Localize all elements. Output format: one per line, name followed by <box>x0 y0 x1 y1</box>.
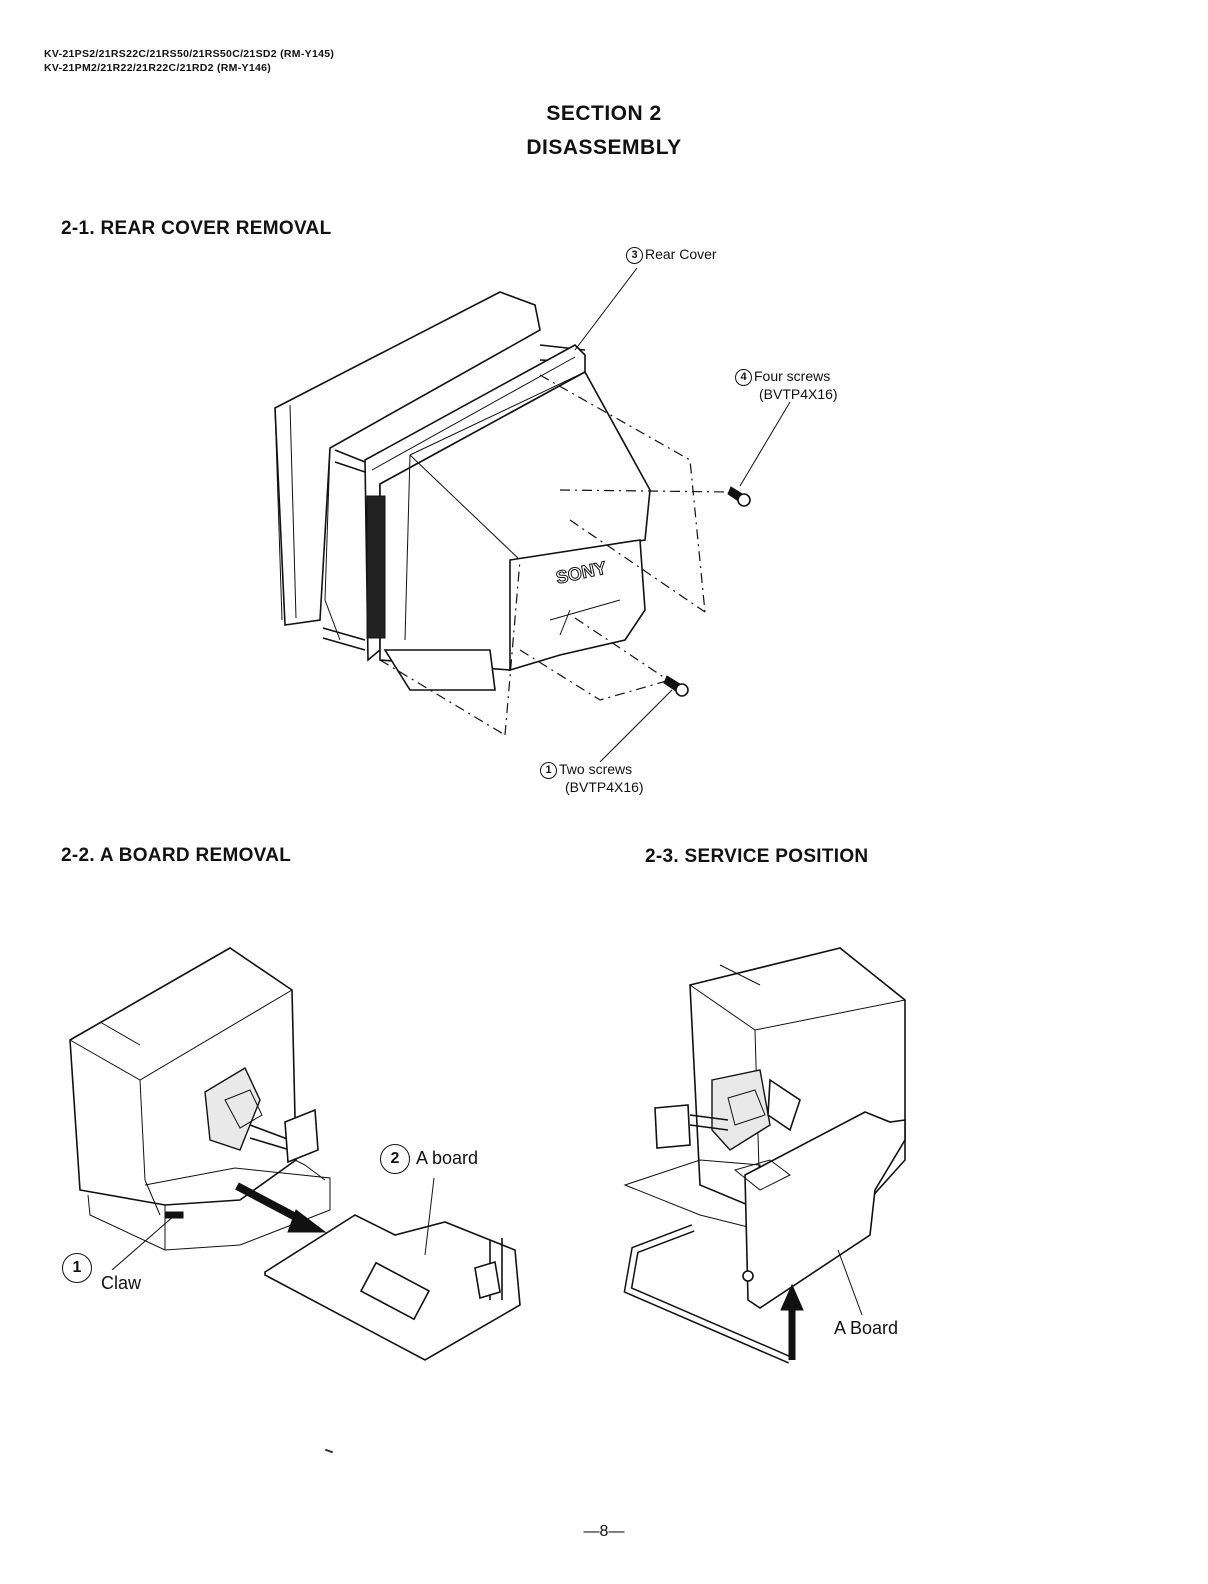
two-screws-icon <box>664 676 688 696</box>
page-number: —8— <box>0 1523 1208 1541</box>
label-a-board-service: A Board <box>834 1318 898 1339</box>
callout-a-board: 2 A board <box>380 1144 478 1174</box>
stray-mark <box>325 1449 333 1454</box>
heading-a-board-removal: 2-2. A BOARD REMOVAL <box>61 845 291 867</box>
model-line-1: KV-21PS2/21RS22C/21RS50/21RS50C/21SD2 (R… <box>44 47 334 61</box>
model-header: KV-21PS2/21RS22C/21RS50/21RS50C/21SD2 (R… <box>44 47 334 75</box>
section-title: DISASSEMBLY <box>0 136 1208 160</box>
heading-rear-cover-removal: 2-1. REAR COVER REMOVAL <box>61 218 331 240</box>
heading-service-position: 2-3. SERVICE POSITION <box>645 846 868 868</box>
four-screws-icon <box>728 487 750 506</box>
sony-logo: SONY <box>554 558 608 588</box>
model-line-2: KV-21PM2/21R22/21R22C/21RD2 (RM-Y146) <box>44 61 334 75</box>
section-number: SECTION 2 <box>0 102 1208 126</box>
callout-claw: 1 Claw <box>62 1253 139 1283</box>
